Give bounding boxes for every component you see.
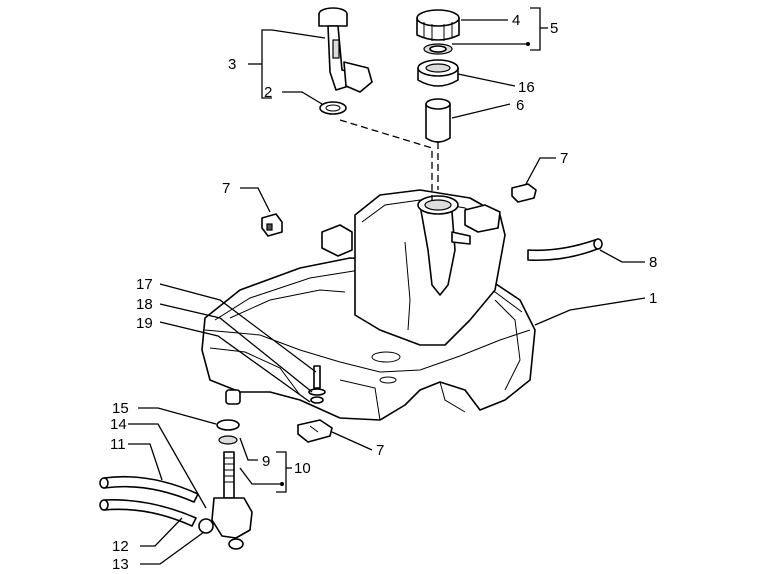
fuel-level-sender <box>318 7 373 93</box>
callout-10: 10 <box>294 460 311 477</box>
sender-axis-line <box>339 119 433 200</box>
clip-right <box>511 183 537 203</box>
filler-neck-ring <box>417 59 459 87</box>
fuel-hoses <box>99 475 199 527</box>
clip-left <box>261 213 283 237</box>
callout-4: 4 <box>512 12 520 29</box>
callout-3: 3 <box>228 56 236 73</box>
callout-9: 9 <box>262 453 270 470</box>
callout-19: 19 <box>136 315 153 332</box>
callout-14: 14 <box>110 416 127 433</box>
callout-17: 17 <box>136 276 153 293</box>
cap-o-ring <box>423 43 453 55</box>
filler-strainer <box>425 98 451 143</box>
callout-2: 2 <box>264 84 272 101</box>
callout-16: 16 <box>518 79 535 96</box>
callout-8: 8 <box>649 254 657 271</box>
callout-1: 1 <box>649 290 657 307</box>
sender-gasket <box>319 101 347 115</box>
callout-7-left: 7 <box>222 180 230 197</box>
callout-11: 11 <box>110 436 126 453</box>
fuel-tank <box>201 189 536 421</box>
tank-screw-assembly <box>308 365 326 404</box>
callout-7-right: 7 <box>560 150 568 167</box>
callout-12: 12 <box>112 538 129 555</box>
callout-15: 15 <box>112 400 129 417</box>
callout-5: 5 <box>550 20 558 37</box>
leader-lines <box>128 7 646 565</box>
vent-hose <box>527 238 603 262</box>
callout-13: 13 <box>112 556 129 573</box>
callout-18: 18 <box>136 296 153 313</box>
callout-7-bottom: 7 <box>376 442 384 459</box>
filler-cap <box>416 9 460 41</box>
fuel-tap <box>198 419 253 550</box>
callout-6: 6 <box>516 97 524 114</box>
clip-bottom <box>297 419 333 443</box>
